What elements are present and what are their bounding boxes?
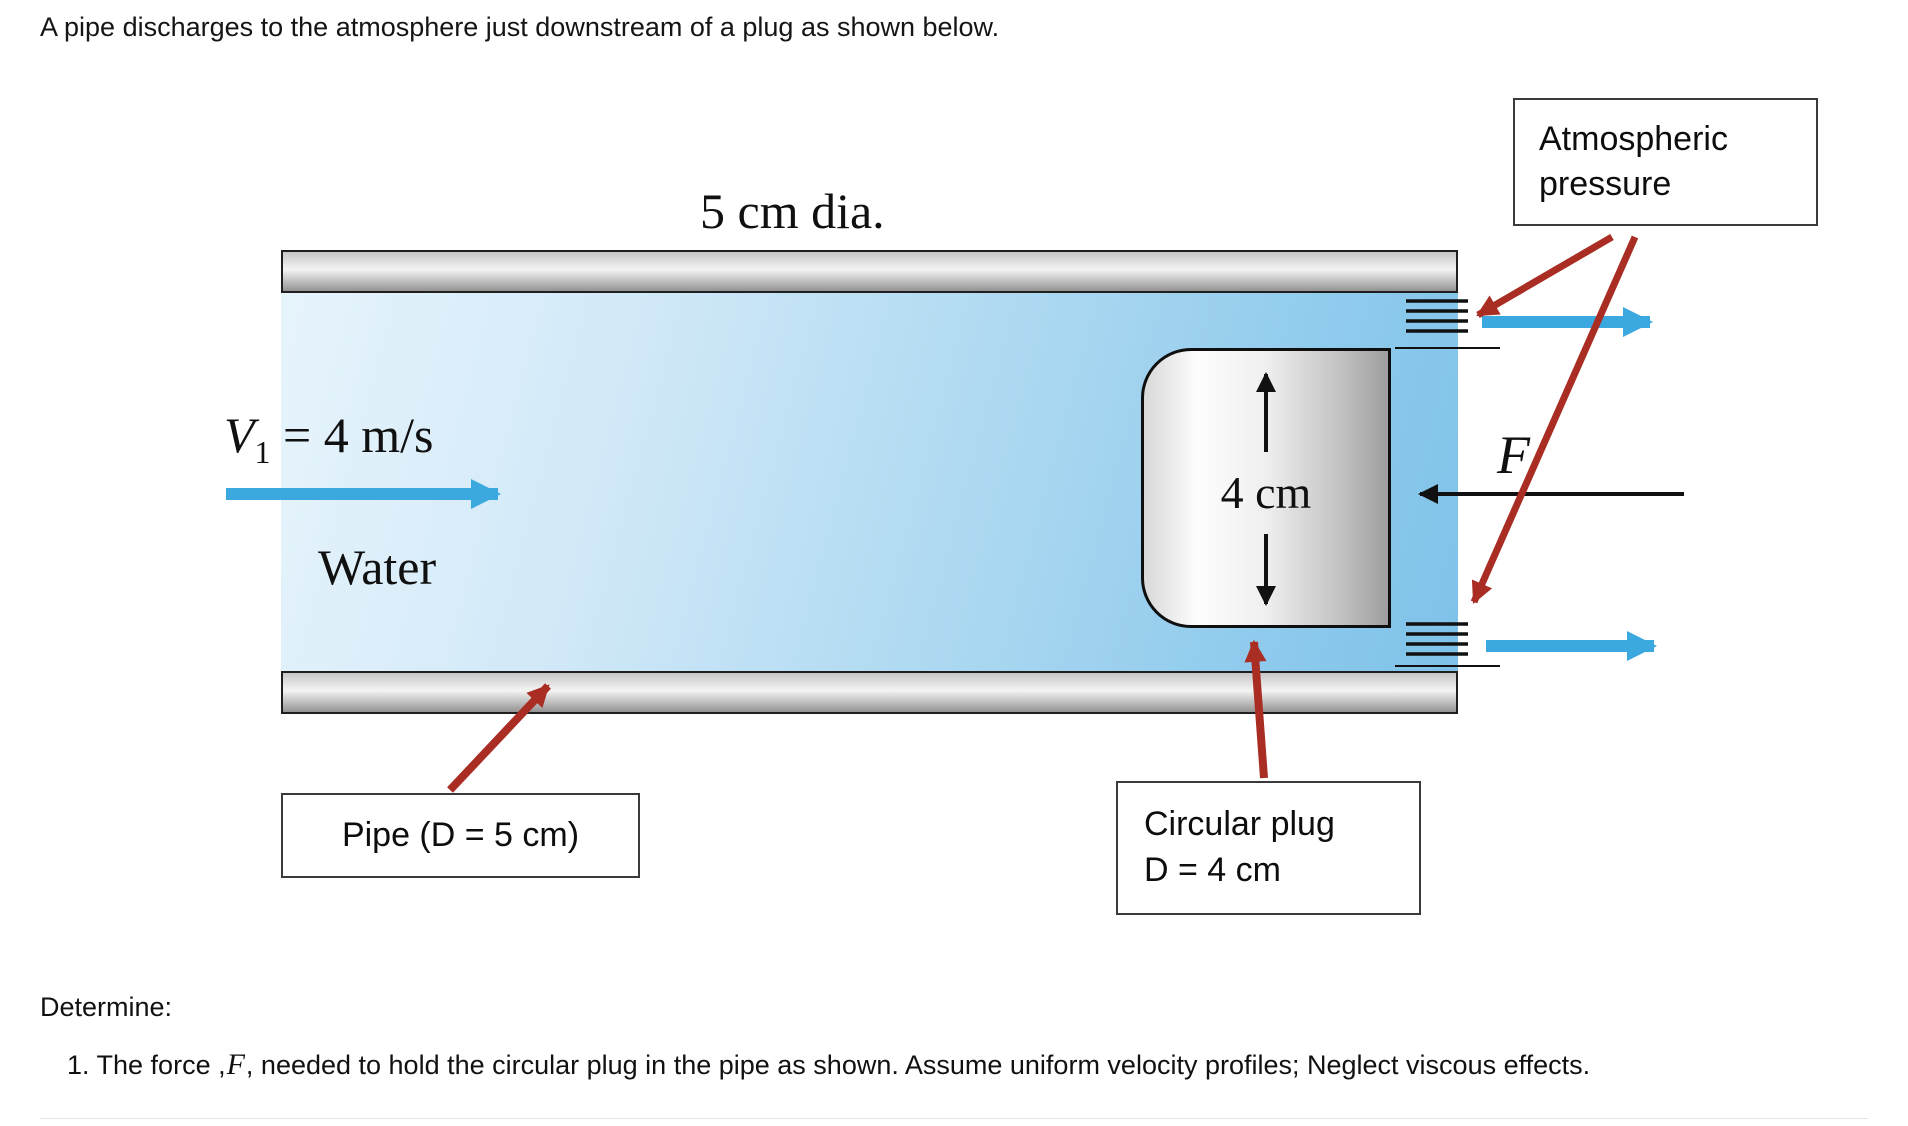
- problem-statement: A pipe discharges to the atmosphere just…: [40, 12, 1000, 42]
- pipe-diameter-label: 5 cm dia.: [700, 183, 885, 239]
- atmospheric-pressure-callout: Atmospheric pressure: [1513, 98, 1818, 226]
- atmospheric-pressure-line2: pressure: [1539, 165, 1672, 203]
- atmospheric-pressure-line1: Atmospheric: [1539, 120, 1728, 159]
- question-item-1-suffix: , needed to hold the circular plug in th…: [245, 1050, 1591, 1080]
- velocity-symbol: V: [224, 407, 255, 463]
- pipe-diagram: 5 cm dia. V1 = 4 m/s Water 4 cm F Atmosp…: [224, 98, 1818, 915]
- bottom-divider: [40, 1118, 1868, 1119]
- circular-plug-callout: Circular plug D = 4 cm: [1116, 781, 1421, 915]
- plug-callout-line1: Circular plug: [1144, 805, 1335, 844]
- question-force-symbol: F: [226, 1048, 245, 1081]
- pipe-wall-bottom: [281, 671, 1458, 714]
- plug-callout-line2: D = 4 cm: [1144, 851, 1281, 889]
- question-item-1-prefix: 1. The force ,: [67, 1050, 226, 1080]
- question-item-1: 1. The force ,F, needed to hold the circ…: [67, 1048, 1590, 1082]
- inlet-velocity-label: V1 = 4 m/s: [224, 406, 434, 471]
- pipe-callout-label: Pipe (D = 5 cm): [341, 816, 580, 854]
- pipe-wall-top: [281, 250, 1458, 293]
- velocity-subscript: 1: [254, 434, 271, 470]
- atm-pointer-bottom-arrow: [1470, 235, 1639, 605]
- determine-heading: Determine:: [40, 992, 173, 1022]
- force-symbol-label: F: [1497, 425, 1530, 485]
- fluid-label: Water: [318, 539, 437, 595]
- velocity-value: = 4 m/s: [270, 407, 434, 463]
- plug-height-label: 4 cm: [1220, 467, 1312, 518]
- atm-pointer-top-arrow: [1476, 233, 1614, 319]
- pipe-callout: Pipe (D = 5 cm): [281, 793, 640, 878]
